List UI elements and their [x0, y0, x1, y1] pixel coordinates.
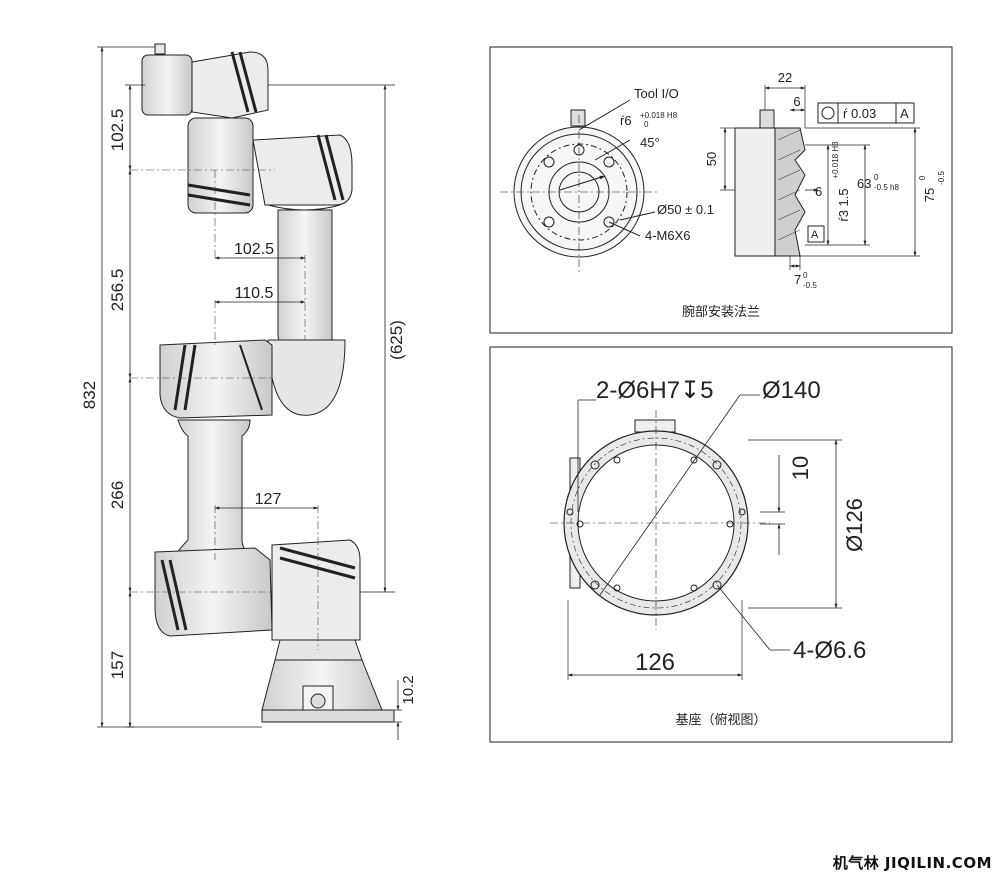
thread-hole	[543, 156, 555, 168]
dim-110-5: 110.5	[235, 285, 274, 302]
shoulder-cover	[271, 539, 361, 641]
label-outer-diameter: Ø140	[762, 377, 821, 404]
dim-127: 127	[255, 491, 282, 508]
robot-arm-drawing	[97, 43, 402, 740]
label-inner-diameter: Ø126	[842, 498, 867, 552]
mount-hole	[590, 580, 600, 590]
label-dim-75-tol: -0.5	[937, 171, 946, 185]
dim-102-5-vertical: 102.5	[108, 109, 127, 152]
label-dim-63-tol: -0.5 h8	[874, 183, 899, 192]
pin-hole	[712, 460, 722, 470]
label-dim-7-tol-top: 0	[803, 271, 808, 280]
label-dim-7: 7	[794, 272, 801, 287]
wrist-joint-6	[141, 54, 193, 116]
label-dim-50: 50	[704, 152, 719, 166]
label-dim-22: 22	[778, 70, 792, 85]
wrist-flange-front-view	[500, 99, 660, 275]
label-dim-6-mid: 6	[815, 184, 822, 199]
label-pin-fit: ŕ6	[620, 113, 632, 128]
label-pin-fit-tol-low: 0	[644, 120, 649, 129]
label-dim-75-tol-top: 0	[918, 175, 927, 180]
dim-102-5-horizontal: 102.5	[234, 241, 274, 258]
label-bolt-circle: Ø50 ± 0.1	[657, 202, 714, 217]
upper-arm-link	[174, 419, 252, 557]
label-angle: 45°	[640, 135, 660, 150]
wrist-flange-caption: 腕部安装法兰	[682, 304, 760, 320]
base-plate	[261, 709, 395, 723]
mount-hole	[712, 580, 722, 590]
base-top-view	[550, 394, 842, 680]
elbow-bend	[267, 339, 346, 416]
pin-hole	[590, 460, 600, 470]
dim-832: 832	[80, 381, 99, 409]
label-pin-fit-tol: +0.018 H8	[640, 111, 678, 120]
label-tool-io: Tool I/O	[634, 86, 679, 101]
dim-256-5: 256.5	[108, 269, 127, 312]
label-dim-63: 63	[857, 176, 871, 191]
tool-io-connector	[154, 43, 166, 55]
arm-dimension-labels: 832 102.5 256.5 266 157 (625) 10.2 102.5…	[80, 109, 417, 705]
thread-hole	[543, 216, 555, 228]
wrist-joint-5	[191, 51, 269, 119]
label-dim-63-tol-top: 0	[874, 173, 879, 182]
label-dim-75: 75	[922, 188, 937, 202]
label-dim-6-top: 6	[793, 94, 800, 109]
wrist-joint-4	[187, 117, 254, 214]
dim-266: 266	[108, 481, 127, 509]
base-view-panel	[489, 346, 953, 743]
thread-hole	[603, 216, 615, 228]
label-base-width: 126	[635, 649, 675, 676]
watermark: 机气林 JIQILIN.COM	[832, 854, 992, 872]
elbow-cover	[252, 134, 353, 206]
dim-157: 157	[108, 651, 127, 679]
tool-io-plug	[570, 109, 586, 127]
dim-625: (625)	[387, 320, 406, 360]
label-dim-31-5-tol: +0.018 H8	[831, 141, 840, 179]
base-column	[274, 639, 363, 661]
label-flatness: ŕ 0.03	[843, 106, 876, 121]
base-view-caption: 基座（俯视图）	[675, 712, 766, 728]
label-dim-31-5: ŕ3 1.5	[836, 188, 851, 221]
label-pin-holes: 2-Ø6H7↧5	[596, 377, 714, 404]
wrist-flange-panel	[489, 46, 953, 334]
flange-io-plug	[759, 109, 775, 129]
thread-hole	[603, 156, 615, 168]
label-dim-7-tol: -0.5	[803, 281, 817, 290]
label-datum-top: A	[900, 106, 909, 121]
datum-box	[807, 225, 825, 243]
dim-10-2: 10.2	[400, 675, 417, 704]
base-view-labels: 2-Ø6H7↧5 Ø140 10 Ø126 4-Ø6.6 126 基座（俯视图）	[596, 377, 867, 728]
tolerance-frame	[817, 102, 915, 124]
base-top-tab	[634, 419, 676, 433]
label-offset-10: 10	[788, 456, 813, 480]
flange-hatched-section	[774, 127, 806, 257]
wrist-flange-section-view	[720, 85, 920, 270]
label-threads: 4-M6X6	[645, 228, 691, 243]
label-mount-holes: 4-Ø6.6	[793, 637, 866, 664]
wrist-flange-labels: Tool I/O ŕ6 +0.018 H8 0 45° Ø50 ± 0.1 4-…	[620, 70, 946, 320]
label-datum-bottom: A	[811, 229, 819, 241]
